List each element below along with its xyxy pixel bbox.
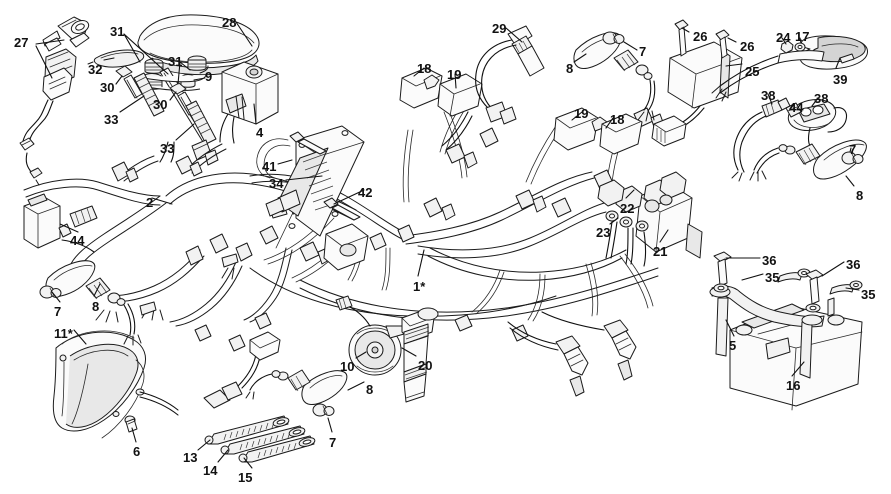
callout-6: 6	[133, 444, 141, 459]
part-turn-signal-bottom-centre	[245, 369, 348, 417]
part-relay-pair-right	[553, 107, 643, 155]
callout-17: 17	[795, 29, 810, 44]
callout-20: 20	[418, 358, 433, 373]
callout-7-left: 7	[54, 304, 62, 319]
callout-16: 16	[786, 378, 801, 393]
callout-35-right: 35	[861, 287, 876, 302]
part-ecu-fixing-bolt-upper	[289, 131, 327, 155]
part-licence-plate-lamp-lead	[731, 97, 802, 182]
part-battery-strap-hardware-left	[713, 251, 811, 293]
callout-25: 25	[745, 64, 760, 79]
part-turn-signal-left	[39, 260, 142, 346]
callout-7-bottom: 7	[329, 435, 337, 450]
part-cable-tie-medium	[220, 425, 306, 455]
callout-10: 10	[340, 359, 355, 374]
part-turn-signal-right-lower	[749, 139, 867, 182]
part-ignition-switch-with-keys	[19, 16, 90, 186]
part-connector-plug-left	[23, 193, 98, 253]
part-battery-strap-hardware-right	[805, 269, 863, 317]
callout-28: 28	[222, 15, 237, 30]
part-instrument-mount-bushing-right	[187, 55, 207, 71]
callout-44-right: 44	[789, 100, 804, 115]
callout-22: 22	[620, 201, 635, 216]
part-spacer-sleeve-left	[133, 72, 165, 117]
callout-18-left: 18	[417, 61, 432, 76]
part-cable-tie-short	[238, 435, 316, 463]
callout-38-lamp: 38	[814, 91, 829, 106]
callout-4: 4	[256, 125, 264, 140]
callout-8-left: 8	[92, 299, 100, 314]
callout-15: 15	[238, 470, 253, 485]
callout-32: 32	[88, 62, 103, 77]
part-mounting-bolt-left	[674, 19, 689, 57]
callout-18-right: 18	[610, 112, 625, 127]
callout-5: 5	[729, 338, 737, 353]
part-battery-holder-bracket	[709, 285, 825, 379]
callout-36-right: 36	[846, 257, 861, 272]
part-horn	[335, 295, 405, 376]
callout-13: 13	[183, 450, 198, 465]
callout-30-right: 30	[153, 97, 168, 112]
callout-33-left: 33	[104, 112, 119, 127]
callout-26-right: 26	[740, 39, 755, 54]
callout-31-lower: 31	[168, 54, 183, 69]
callout-38-lead: 38	[761, 88, 776, 103]
callout-21: 21	[653, 244, 668, 259]
part-battery	[729, 303, 863, 411]
callout-8-bottom: 8	[366, 382, 374, 397]
callout-9: 9	[205, 69, 213, 84]
callout-30-left: 30	[100, 80, 115, 95]
part-relay-pair-left	[399, 67, 483, 151]
callout-2: 2	[146, 195, 154, 210]
callout-44-left: 44	[70, 233, 85, 248]
part-headlight-screw	[124, 415, 138, 433]
callout-29: 29	[492, 21, 507, 36]
callout-36-left: 36	[762, 253, 777, 268]
callout-35-left: 35	[765, 270, 780, 285]
part-mounting-bolt-right	[715, 29, 730, 59]
callout-leader-lines	[35, 21, 860, 469]
part-hex-bolt-left	[115, 65, 143, 99]
callout-7-right: 7	[849, 142, 857, 157]
callout-8-top-right: 8	[566, 61, 574, 76]
part-licence-plate-lamp	[787, 99, 848, 147]
part-spacer-sleeve-right	[185, 100, 217, 145]
callout-19-right: 19	[574, 106, 589, 121]
callout-8-right: 8	[856, 188, 864, 203]
callout-23: 23	[596, 225, 611, 240]
callout-14: 14	[203, 463, 218, 478]
callout-31-upper: 31	[110, 24, 125, 39]
callout-39: 39	[833, 72, 848, 87]
part-sensor-lead	[475, 25, 545, 125]
callout-42: 42	[358, 185, 373, 200]
part-tail-light-unit	[711, 35, 868, 102]
part-ecu-fixing-bolt-lower	[323, 197, 361, 221]
part-headlight-unit	[52, 330, 281, 439]
part-terminal-nuts	[605, 210, 649, 267]
callout-1: 1*	[413, 279, 426, 294]
part-turn-signal-top-right	[573, 31, 656, 122]
callout-11: 11*	[54, 326, 73, 341]
part-spark-plug-caps	[507, 311, 637, 397]
part-ignition-coil-stick	[401, 307, 439, 403]
harness-open-terminals	[95, 253, 239, 323]
callout-33-right: 33	[160, 141, 175, 156]
callout-26-left: 26	[693, 29, 708, 44]
callout-19-left: 19	[447, 67, 462, 82]
callout-34: 34	[269, 176, 284, 191]
callout-7-top-right: 7	[639, 44, 647, 59]
part-engine-control-unit	[256, 125, 369, 271]
callout-27: 27	[14, 35, 29, 50]
callout-24: 24	[776, 30, 791, 45]
part-cdi-ecu-unit	[651, 19, 743, 147]
part-starter-relay-fuse-box	[597, 171, 703, 267]
callout-41: 41	[262, 159, 277, 174]
